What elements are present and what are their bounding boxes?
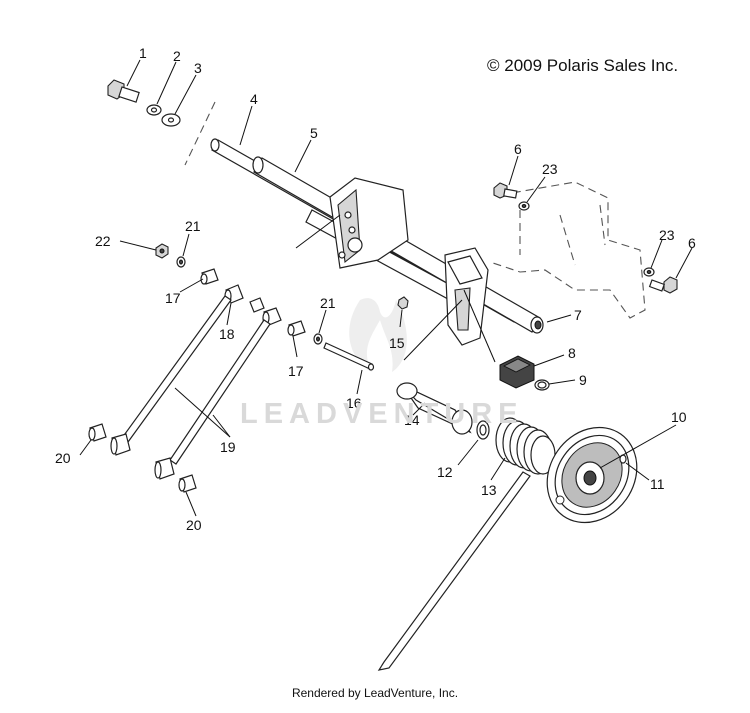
callout-7: 7 bbox=[574, 307, 582, 323]
callout-10: 10 bbox=[671, 409, 687, 425]
callout-20-right: 20 bbox=[186, 517, 202, 533]
part-21-washer-upper[interactable] bbox=[176, 256, 186, 268]
part-23-washer-lower[interactable] bbox=[643, 267, 655, 277]
part-8-block[interactable] bbox=[499, 355, 535, 389]
part-13-torsion-spring[interactable] bbox=[377, 417, 556, 671]
part-3-washer[interactable] bbox=[161, 113, 181, 127]
part-12-washer[interactable] bbox=[476, 420, 490, 440]
alignment-dashed-line bbox=[184, 101, 216, 166]
rear-bracket-phantom bbox=[489, 181, 646, 319]
callout-18: 18 bbox=[219, 326, 235, 342]
callout-23-lower: 23 bbox=[659, 227, 675, 243]
callout-1: 1 bbox=[139, 45, 147, 61]
callout-22: 22 bbox=[95, 233, 111, 249]
callout-23-upper: 23 bbox=[542, 161, 558, 177]
part-10-idler-wheel[interactable] bbox=[529, 410, 655, 540]
callout-20-left: 20 bbox=[55, 450, 71, 466]
part-14-spacer[interactable] bbox=[396, 382, 473, 435]
callout-3: 3 bbox=[194, 60, 202, 76]
part-2-washer[interactable] bbox=[146, 104, 162, 116]
part-21-washer-lower[interactable] bbox=[313, 333, 323, 345]
watermark-text: LEADVENTURE bbox=[240, 398, 524, 430]
callout-12: 12 bbox=[437, 464, 453, 480]
callout-6-upper: 6 bbox=[514, 141, 522, 157]
shaft-mounting-plate[interactable] bbox=[329, 177, 409, 269]
callout-numbers: 1 2 3 4 5 6 23 22 21 17 18 21 17 15 7 8 … bbox=[55, 45, 696, 533]
callout-13: 13 bbox=[481, 482, 497, 498]
callout-17-upper: 17 bbox=[165, 290, 181, 306]
part-20-bushing-left[interactable] bbox=[88, 423, 107, 442]
part-9-o-ring[interactable] bbox=[534, 379, 550, 391]
part-17-bushing-lower[interactable] bbox=[287, 320, 306, 337]
callout-17-lower: 17 bbox=[288, 363, 304, 379]
part-22-nut[interactable] bbox=[155, 243, 169, 259]
render-credit-footer: Rendered by LeadVenture, Inc. bbox=[291, 686, 459, 700]
part-15-grease-fitting[interactable] bbox=[397, 296, 409, 310]
part-16-pin[interactable] bbox=[323, 342, 375, 371]
callout-5: 5 bbox=[310, 125, 318, 141]
part-17-bushing-upper[interactable] bbox=[200, 268, 219, 285]
callout-9: 9 bbox=[579, 372, 587, 388]
callout-4: 4 bbox=[250, 91, 258, 107]
part-1-bolt[interactable] bbox=[107, 79, 140, 103]
callout-19: 19 bbox=[220, 439, 236, 455]
part-6-bolt-upper[interactable] bbox=[493, 182, 518, 199]
watermark-logo-icon bbox=[349, 298, 407, 372]
callout-leader-lines bbox=[79, 59, 693, 517]
part-23-washer-upper[interactable] bbox=[518, 201, 530, 211]
callout-21-upper: 21 bbox=[185, 218, 201, 234]
callout-15: 15 bbox=[389, 335, 405, 351]
part-6-bolt-lower[interactable] bbox=[648, 276, 678, 294]
part-18-bushing[interactable] bbox=[224, 284, 282, 326]
callout-2: 2 bbox=[173, 48, 181, 64]
part-19-link-rods[interactable] bbox=[110, 295, 271, 480]
part-20-bushing-right[interactable] bbox=[178, 474, 197, 493]
callout-8: 8 bbox=[568, 345, 576, 361]
callout-6-lower: 6 bbox=[688, 235, 696, 251]
callout-11: 11 bbox=[650, 476, 665, 492]
callout-21-lower: 21 bbox=[320, 295, 336, 311]
callout-14: 14 bbox=[404, 412, 420, 428]
copyright-notice: © 2009 Polaris Sales Inc. bbox=[487, 56, 679, 75]
callout-16: 16 bbox=[346, 395, 362, 411]
